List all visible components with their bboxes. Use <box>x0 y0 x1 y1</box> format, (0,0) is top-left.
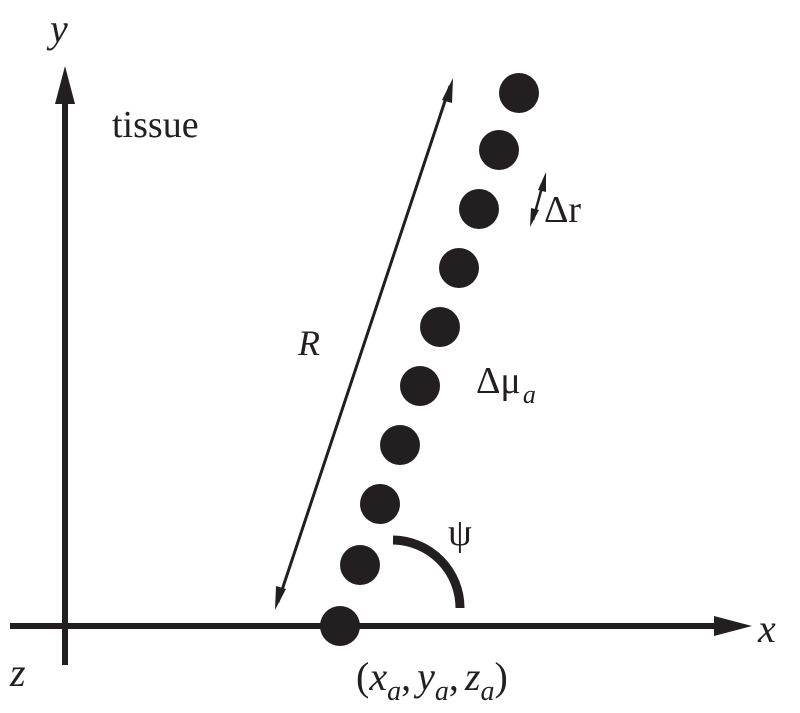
dot <box>360 484 400 524</box>
dot <box>320 606 360 646</box>
angle-label: ψ <box>448 512 472 554</box>
origin-point-label: (xa,ya,za) <box>356 654 508 707</box>
absorber-dots <box>320 73 539 646</box>
x-axis-label: x <box>757 606 776 651</box>
z-axis-label: z <box>9 650 26 695</box>
dot <box>400 366 440 406</box>
dot <box>499 73 539 113</box>
y-axis-label: y <box>46 6 68 51</box>
dot <box>439 248 479 288</box>
arrowhead-up-icon <box>442 78 453 103</box>
dot <box>459 189 499 229</box>
y-axis-arrowhead-icon <box>55 66 75 104</box>
dot <box>479 130 519 170</box>
spacing-label: Δr <box>544 189 581 231</box>
dot <box>340 545 380 585</box>
arrowhead-up-icon <box>538 172 546 192</box>
distance-arrow <box>275 78 453 610</box>
arrowhead-down-icon <box>275 586 286 610</box>
dot <box>420 307 460 347</box>
y-axis <box>55 66 75 665</box>
dot <box>380 425 420 465</box>
arrowhead-down-icon <box>530 208 539 227</box>
x-axis <box>10 616 752 636</box>
absorption-label: Δμa <box>476 360 536 409</box>
angle-arc <box>392 535 465 609</box>
distance-label: R <box>297 323 320 363</box>
x-axis-arrowhead-icon <box>714 616 752 636</box>
tissue-label: tissue <box>112 104 199 146</box>
spacing-arrow <box>530 172 546 227</box>
